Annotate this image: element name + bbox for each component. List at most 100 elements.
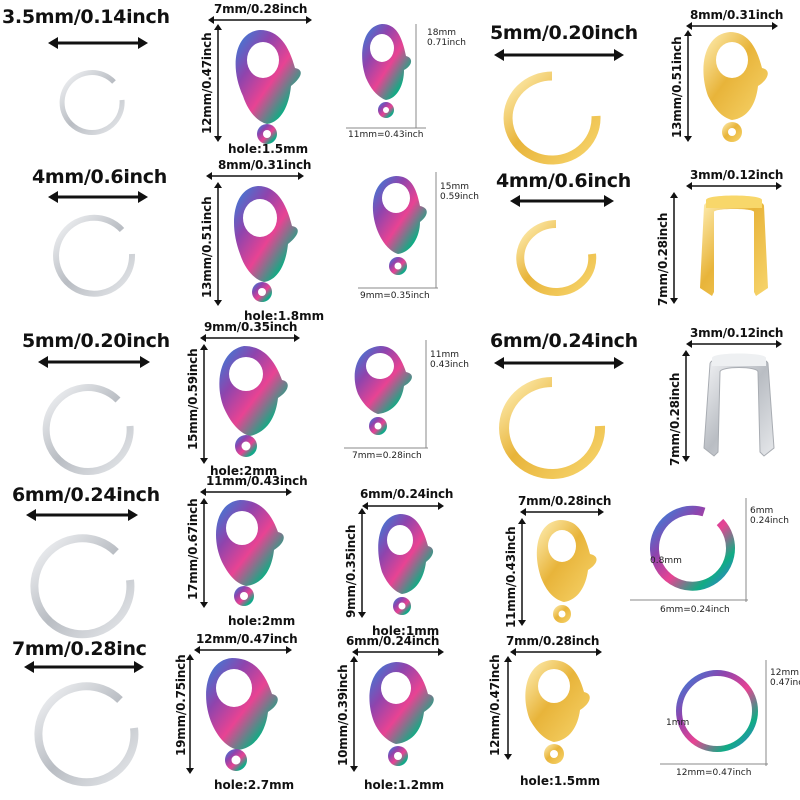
height-arrow xyxy=(186,654,194,774)
lobster-clasp-image xyxy=(354,346,412,435)
inner-label: 1mm xyxy=(666,718,690,728)
jump-ring-image xyxy=(516,220,597,296)
width-label: 7mm/0.28inch xyxy=(506,634,600,648)
lobster-clasp-image xyxy=(369,662,434,766)
jump-ring-image xyxy=(503,71,601,165)
size-label: 5mm/0.20inch xyxy=(490,22,638,44)
bail-clasp-image xyxy=(703,353,775,457)
width-arrow xyxy=(206,172,304,180)
hole-label: hole:1.2mm xyxy=(364,778,445,792)
height-mm-label: 12mm xyxy=(770,668,799,678)
width-arrow xyxy=(686,182,782,190)
width-arrow xyxy=(686,340,782,348)
width-label: 11mm/0.43inch xyxy=(206,474,308,488)
height-label: 17mm/0.67inch xyxy=(186,498,200,600)
width-arrow xyxy=(38,356,150,368)
lobster-clasp-image xyxy=(378,514,434,615)
width-label: 9mm/0.35inch xyxy=(204,320,298,334)
width-arrow xyxy=(194,646,292,654)
width-arrow xyxy=(510,195,614,207)
width-arrow xyxy=(686,22,778,30)
dimension-frame xyxy=(630,498,748,602)
height-arrow xyxy=(682,350,690,462)
width-arrow xyxy=(362,502,444,510)
height-label: 10mm/0.39inch xyxy=(336,664,350,766)
dimension-frame xyxy=(358,172,438,289)
width-arrow xyxy=(48,191,148,203)
bail-clasp-image xyxy=(700,195,768,296)
lobster-clasp-image xyxy=(234,186,298,302)
hole-label: hole:2.7mm xyxy=(214,778,295,792)
width-label: 12mm/0.47inch xyxy=(196,632,298,646)
hole-label: hole:1mm xyxy=(372,624,440,638)
width-label: 3mm/0.12inch xyxy=(690,168,784,182)
hole-label: hole:1.5mm xyxy=(228,142,309,156)
height-arrow xyxy=(504,656,512,760)
size-label: 3.5mm/0.14inch xyxy=(2,6,170,28)
height-arrow xyxy=(684,30,692,142)
jump-ring-image xyxy=(30,534,135,639)
hole-label: hole:2mm xyxy=(228,614,296,628)
size-label: 6mm/0.24inch xyxy=(12,484,160,506)
height-mm-label: 11mm xyxy=(430,350,459,360)
lobster-clasp-image xyxy=(216,500,284,606)
height-inch-label: 0.43inch xyxy=(430,360,469,370)
height-inch-label: 0.24inch xyxy=(750,516,789,526)
width-arrow xyxy=(24,661,144,673)
width-label: 12mm=0.47inch xyxy=(676,768,752,778)
width-label: 8mm/0.31inch xyxy=(218,158,312,172)
size-label: 5mm/0.20inch xyxy=(22,330,170,352)
height-label: 13mm/0.51inch xyxy=(670,36,684,138)
height-arrow xyxy=(214,24,222,142)
width-arrow xyxy=(200,334,300,342)
height-arrow xyxy=(214,182,222,306)
height-label: 9mm/0.35inch xyxy=(344,524,358,618)
width-label: 3mm/0.12inch xyxy=(690,326,784,340)
height-arrow xyxy=(670,192,678,304)
height-arrow xyxy=(518,518,526,626)
width-label: 7mm/0.28inch xyxy=(518,494,612,508)
dimension-frame xyxy=(344,340,428,449)
hole-label: hole:1.5mm xyxy=(520,774,601,788)
lobster-clasp-image xyxy=(235,30,301,144)
jump-ring-image xyxy=(34,682,139,787)
inner-label: 0.8mm xyxy=(650,556,682,566)
lobster-clasp-image xyxy=(206,658,278,771)
jump-ring-image xyxy=(42,384,134,476)
width-arrow xyxy=(208,16,312,24)
dimension-frame xyxy=(660,660,768,766)
jump-ring-image xyxy=(53,214,136,297)
lobster-clasp-image xyxy=(362,24,412,118)
width-label: 6mm/0.24inch xyxy=(346,634,440,648)
size-label: 6mm/0.24inch xyxy=(490,330,638,352)
height-mm-label: 18mm xyxy=(427,28,456,38)
width-label: 9mm=0.35inch xyxy=(360,291,430,301)
height-arrow xyxy=(358,508,366,618)
width-arrow xyxy=(48,37,148,49)
height-label: 13mm/0.51inch xyxy=(200,196,214,298)
jump-ring-image xyxy=(676,670,758,752)
height-mm-label: 6mm xyxy=(750,506,774,516)
height-inch-label: 0.71inch xyxy=(427,38,466,48)
width-arrow xyxy=(520,508,604,516)
height-label: 12mm/0.47inch xyxy=(200,32,214,134)
height-label: 15mm/0.59inch xyxy=(186,348,200,450)
height-arrow xyxy=(200,498,208,608)
jump-ring-image xyxy=(59,70,125,136)
height-label: 7mm/0.28inch xyxy=(656,212,670,306)
size-label: 4mm/0.6inch xyxy=(32,166,167,188)
size-label: 4mm/0.6inch xyxy=(496,170,631,192)
width-label: 7mm=0.28inch xyxy=(352,451,422,461)
hole-label: hole:1.8mm xyxy=(244,309,325,323)
width-arrow xyxy=(352,648,444,656)
width-label: 8mm/0.31inch xyxy=(690,8,784,22)
height-label: 12mm/0.47inch xyxy=(488,654,502,756)
width-arrow xyxy=(26,509,138,521)
width-arrow xyxy=(494,357,624,369)
lobster-clasp-image xyxy=(536,520,597,623)
height-inch-label: 0.47inch xyxy=(770,678,800,688)
height-label: 7mm/0.28inch xyxy=(668,372,682,466)
width-label: 6mm/0.24inch xyxy=(360,487,454,501)
width-arrow xyxy=(200,488,292,496)
width-arrow xyxy=(510,648,602,656)
